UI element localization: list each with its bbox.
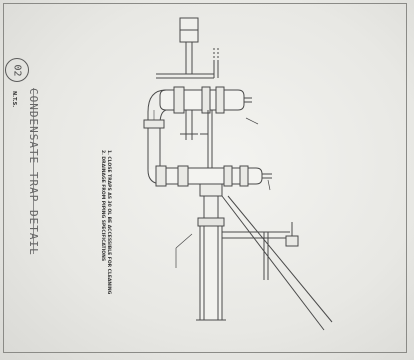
middle-drop-pipe: [180, 110, 213, 176]
leader-lines: [175, 117, 271, 268]
sheet-border: [3, 3, 407, 353]
top-horizontal-connector: [156, 48, 219, 79]
upper-horizontal-run: [159, 86, 252, 114]
trap-leg: [196, 183, 226, 321]
top-vertical-pipe: [179, 17, 199, 74]
left-elbow-drop: [143, 89, 167, 170]
detail-number-bubble: 02: [5, 58, 29, 82]
support-bracket: [221, 195, 333, 331]
lower-horizontal-run: [147, 165, 272, 187]
title-divider-line: [33, 88, 34, 254]
